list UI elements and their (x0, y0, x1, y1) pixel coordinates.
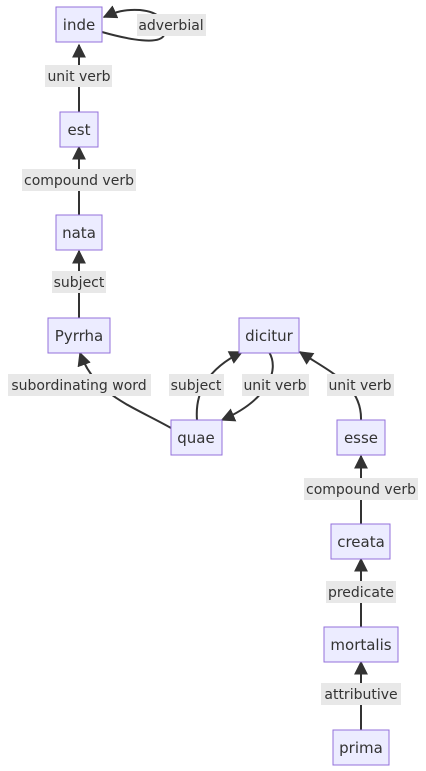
svg-text:prima: prima (339, 739, 383, 757)
svg-text:inde: inde (63, 16, 95, 34)
svg-text:creata: creata (337, 533, 385, 551)
svg-text:compound verb: compound verb (306, 482, 416, 498)
edge-label-quae-dicitur: subject (169, 374, 224, 396)
svg-text:adverbial: adverbial (138, 18, 203, 34)
node-est: est (59, 111, 99, 148)
svg-text:subject: subject (171, 378, 222, 394)
svg-text:dicitur: dicitur (245, 327, 293, 345)
node-esse: esse (336, 419, 386, 456)
nodes: inde est nata Pyrrha dicitur quae esse (47, 6, 399, 766)
svg-text:compound verb: compound verb (24, 173, 134, 189)
edge-label-nata-est: compound verb (22, 169, 136, 191)
node-mortalis: mortalis (323, 626, 399, 663)
edge-label-pyrrha-nata: subject (52, 271, 106, 293)
node-quae: quae (170, 419, 223, 456)
node-dicitur: dicitur (238, 317, 300, 354)
node-creata: creata (330, 523, 391, 560)
svg-text:nata: nata (62, 224, 96, 242)
svg-text:mortalis: mortalis (330, 636, 391, 654)
node-inde: inde (55, 6, 103, 43)
node-pyrrha: Pyrrha (47, 317, 111, 354)
svg-text:attributive: attributive (324, 687, 397, 703)
edge-label-est-inde: unit verb (45, 65, 112, 87)
svg-text:Pyrrha: Pyrrha (55, 327, 103, 345)
svg-text:subordinating word: subordinating word (11, 378, 146, 394)
edge-label-mortalis-creata: predicate (326, 581, 396, 603)
edge-label-prima-mortalis: attributive (321, 683, 401, 705)
node-nata: nata (55, 214, 103, 251)
svg-text:unit verb: unit verb (243, 378, 306, 394)
svg-text:quae: quae (177, 429, 214, 447)
edge-label-esse-dicitur: unit verb (327, 374, 394, 396)
edge-label-adverbial: adverbial (137, 14, 206, 36)
svg-text:est: est (68, 121, 91, 139)
svg-text:esse: esse (344, 429, 378, 447)
edge-labels: adverbial unit verb compound verb subjec… (8, 14, 418, 705)
edge-quae-pyrrha (77, 351, 172, 429)
svg-text:unit verb: unit verb (47, 69, 110, 85)
edge-label-creata-esse: compound verb (304, 478, 418, 500)
svg-text:unit verb: unit verb (328, 378, 391, 394)
svg-text:predicate: predicate (328, 585, 394, 601)
edge-label-quae-pyrrha: subordinating word (8, 374, 151, 396)
edge-label-dicitur-quae: unit verb (242, 374, 309, 396)
svg-text:subject: subject (54, 275, 105, 291)
node-prima: prima (332, 729, 390, 766)
edges (72, 5, 368, 730)
